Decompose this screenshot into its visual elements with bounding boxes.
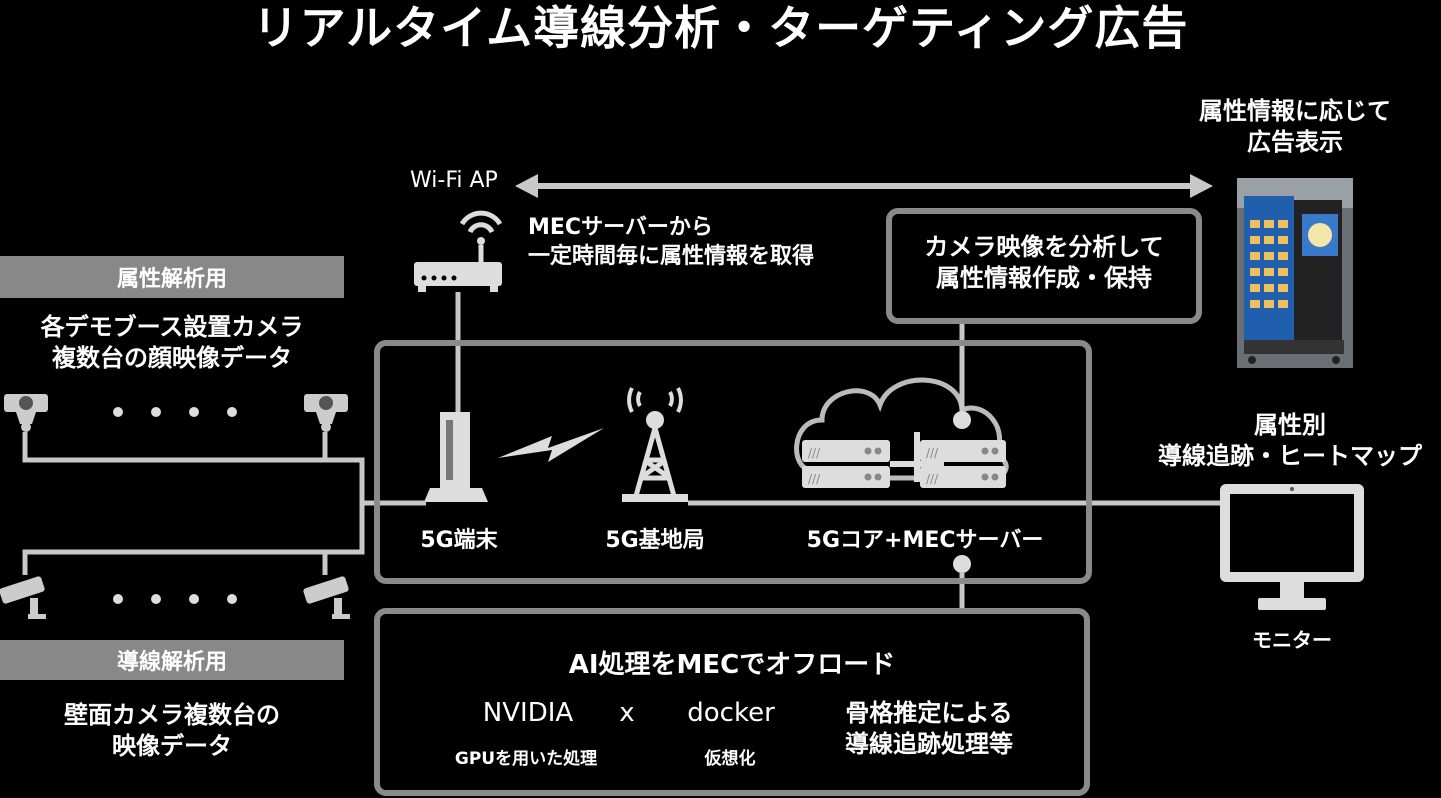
svg-text:///: /// bbox=[808, 446, 821, 460]
base-station-icon bbox=[622, 387, 688, 502]
signage-photo-image bbox=[1237, 178, 1353, 368]
5g-base-station-label: 5G基地局 bbox=[605, 528, 705, 553]
analysis-line1: カメラ映像を分析して bbox=[924, 233, 1164, 261]
attribute-desc-line1: 各デモブース設置カメラ bbox=[40, 313, 304, 341]
ellipsis-dots-icon bbox=[113, 407, 237, 417]
signage-caption: 属性情報に応じて 広告表示 bbox=[1170, 96, 1420, 158]
attribute-analysis-header: 属性解析用 bbox=[0, 256, 344, 298]
cctv-camera-icon bbox=[303, 576, 350, 619]
svg-text:///: /// bbox=[926, 472, 939, 486]
wifi-note: MECサーバーから 一定時間毎に属性情報を取得 bbox=[528, 214, 814, 271]
analysis-link-node bbox=[953, 411, 971, 429]
5g-terminal-label: 5G端末 bbox=[420, 528, 498, 553]
attribute-desc-line2: 複数台の顔映像データ bbox=[52, 344, 292, 373]
svg-text:///: /// bbox=[926, 446, 939, 460]
page-title: リアルタイム導線分析・ターゲティング広告 bbox=[252, 1, 1189, 55]
ellipsis-dots-icon bbox=[113, 594, 237, 604]
signage-caption-line1: 属性情報に応じて bbox=[1199, 97, 1391, 125]
docker-label: docker bbox=[687, 698, 775, 728]
flow-desc-line2: 映像データ bbox=[112, 732, 232, 761]
camera-analysis-box: カメラ映像を分析して 属性情報作成・保持 bbox=[886, 208, 1202, 324]
server-rack-icon: /// /// /// /// bbox=[802, 440, 1006, 488]
svg-text:///: /// bbox=[808, 472, 821, 486]
wifi-ap-label: Wi-Fi AP bbox=[410, 168, 498, 193]
wireless-lightning-icon bbox=[498, 428, 604, 462]
webcam-icon bbox=[304, 394, 348, 432]
signage-caption-line2: 広告表示 bbox=[1247, 128, 1343, 157]
monitor-icon bbox=[1220, 484, 1364, 610]
flow-analysis-header: 導線解析用 bbox=[0, 640, 344, 680]
flow-description: 壁面カメラ複数台の 映像データ bbox=[0, 700, 344, 762]
monitor-caption: 属性別 導線追跡・ヒートマップ bbox=[1140, 410, 1440, 472]
5g-network-box bbox=[374, 340, 1092, 584]
analysis-line2: 属性情報作成・保持 bbox=[936, 264, 1152, 293]
virtualization-note: 仮想化 bbox=[704, 749, 756, 769]
webcam-icon bbox=[4, 394, 48, 432]
offload-link-node bbox=[953, 555, 971, 573]
monitor-label: モニター bbox=[1252, 628, 1332, 652]
ai-offload-box bbox=[374, 608, 1090, 796]
pose-line2: 導線追跡処理等 bbox=[845, 730, 1013, 759]
pose-line1: 骨格推定による bbox=[845, 699, 1013, 727]
camera-network-lines bbox=[22, 432, 426, 575]
monitor-caption-line1: 属性別 bbox=[1254, 411, 1326, 439]
wifi-note-line2: 一定時間毎に属性情報を取得 bbox=[528, 243, 815, 269]
wifi-note-line1: MECサーバーから bbox=[528, 215, 713, 240]
wifi-double-arrow bbox=[515, 174, 1213, 198]
offload-heading: AI処理をMECでオフロード bbox=[568, 650, 896, 680]
times-sign: x bbox=[619, 698, 635, 728]
5g-core-mec-label: 5Gコア+MECサーバー bbox=[806, 528, 1044, 553]
pose-estimation-text: 骨格推定による 導線追跡処理等 bbox=[818, 698, 1040, 760]
router-icon bbox=[414, 210, 503, 292]
nvidia-label: NVIDIA bbox=[482, 698, 574, 728]
attribute-description: 各デモブース設置カメラ 複数台の顔映像データ bbox=[0, 312, 344, 374]
5g-terminal-icon bbox=[424, 412, 488, 502]
gpu-note: GPUを用いた処理 bbox=[454, 749, 598, 769]
flow-desc-line1: 壁面カメラ複数台の bbox=[64, 701, 280, 729]
cctv-camera-icon bbox=[0, 576, 46, 619]
monitor-caption-line2: 導線追跡・ヒートマップ bbox=[1158, 442, 1422, 471]
